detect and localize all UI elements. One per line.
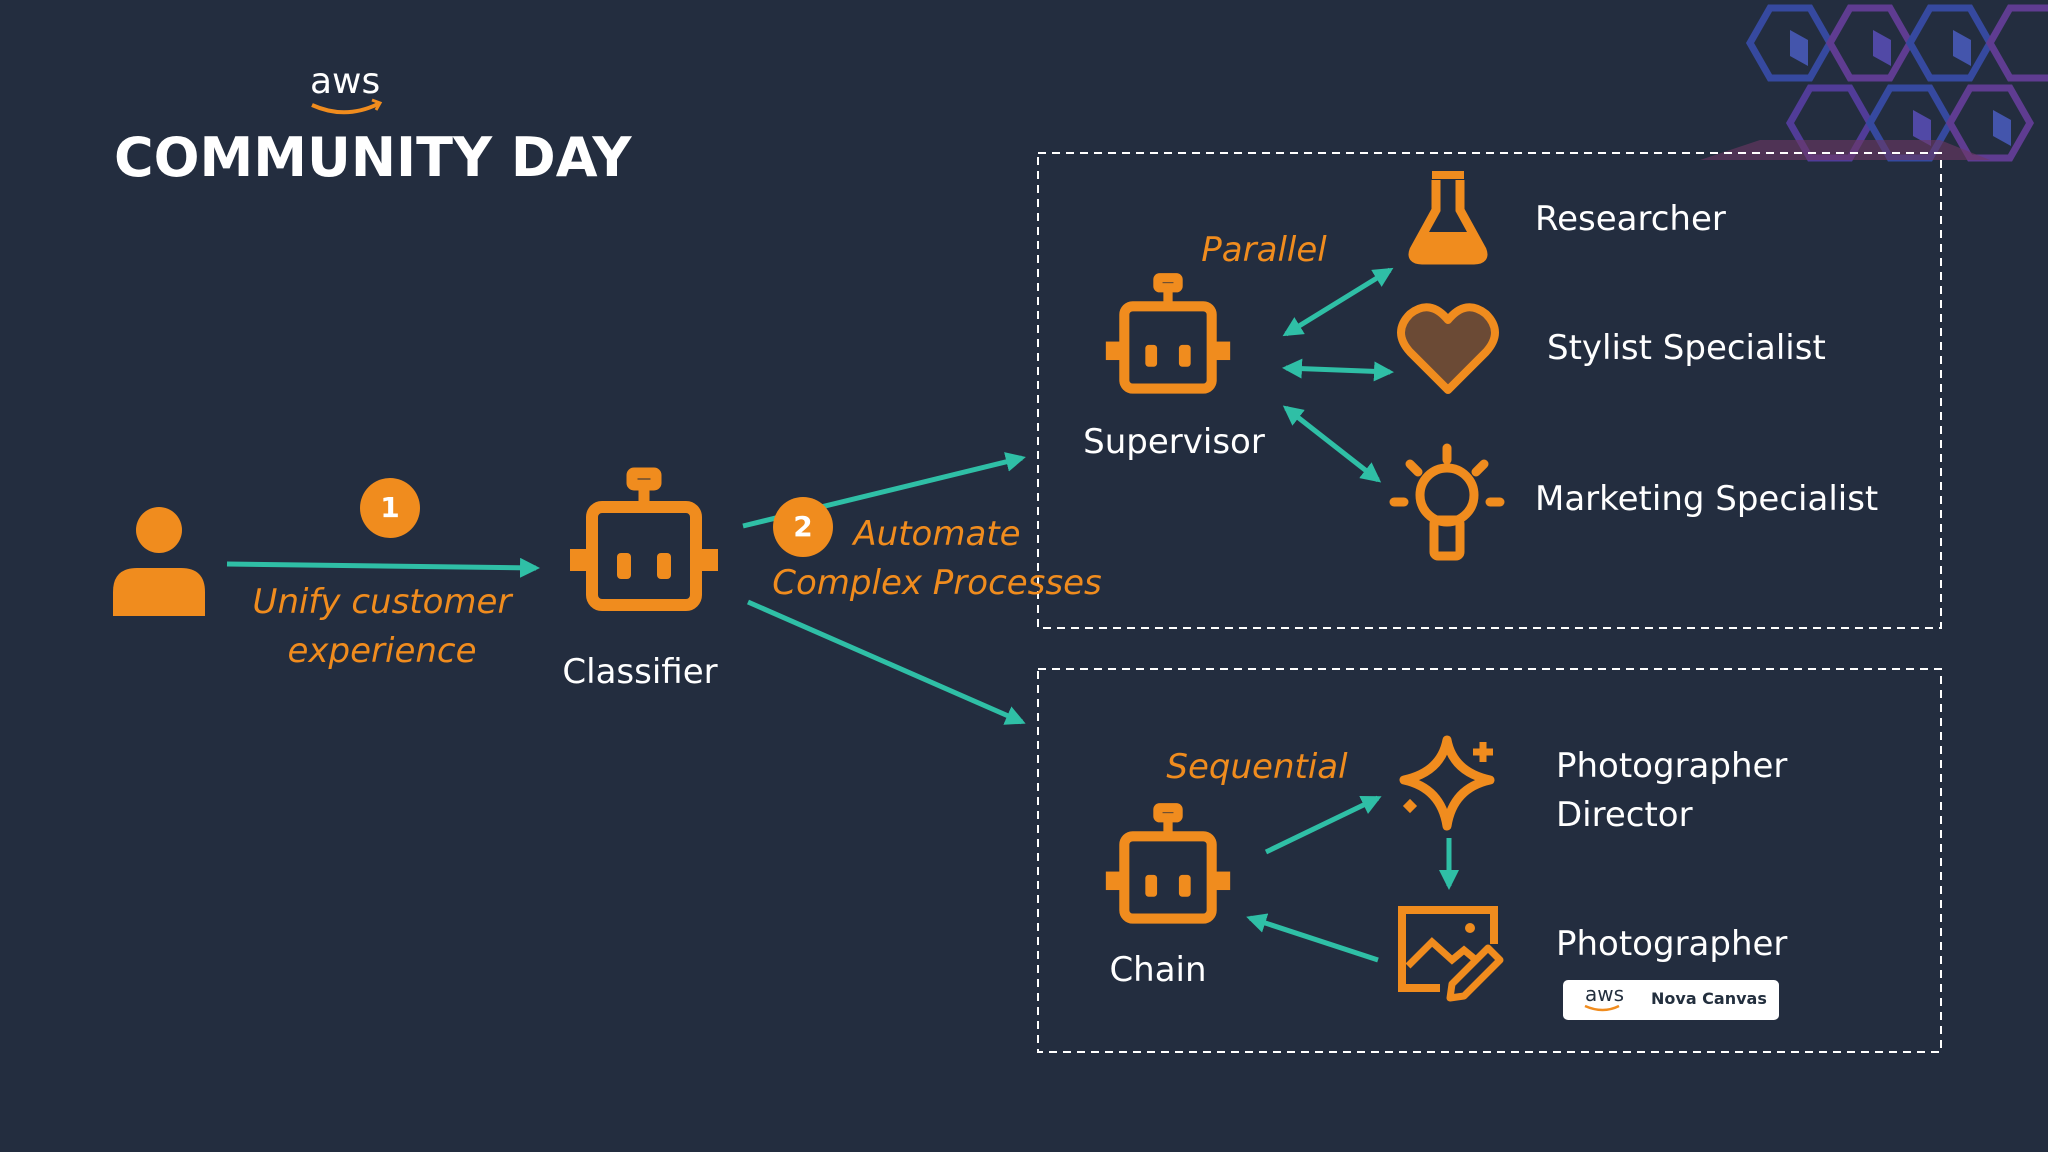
step-2-caption-line-2: Complex Processes [772,563,1102,603]
photographer-director-label-line-2: Director [1556,795,1693,835]
photographer-label: Photographer [1556,924,1788,964]
flask-icon [1408,171,1488,265]
arrow-chain-to-director [1264,795,1382,855]
badge-aws-text: aws [1585,982,1625,1006]
aws-smile-icon [311,102,379,115]
sequential-group-box [1037,668,1942,1053]
arrow-classifier-to-chain [746,599,1026,725]
lightbulb-icon [1389,443,1505,561]
supervisor-label: Supervisor [1083,422,1265,462]
researcher-label: Researcher [1535,199,1726,239]
chain-robot-icon [1106,808,1230,919]
step-1-caption-line-2: experience [287,631,477,671]
arrow-supervisor-researcher [1282,267,1394,337]
arrow-supervisor-stylist [1282,358,1394,382]
chain-label: Chain [1109,950,1207,990]
parallel-label: Parallel [1201,230,1327,270]
photographer-director-label-line-1: Photographer [1556,746,1788,786]
stylist-specialist-label: Stylist Specialist [1547,328,1826,368]
marketing-specialist-label: Marketing Specialist [1535,479,1879,519]
arrow-user-to-classifier [226,557,540,578]
heart-icon [1397,303,1499,394]
user-icon [113,507,205,616]
hex-pattern-decoration [1700,4,2048,162]
badge-product-name: Nova Canvas [1651,989,1767,1008]
image-edit-icon [1398,906,1504,1002]
sparkle-icon [1399,735,1495,831]
supervisor-robot-icon [1106,278,1230,389]
nova-canvas-badge: aws Nova Canvas [1563,980,1779,1020]
parallel-group-box [1037,152,1942,629]
step-1-badge: 1 [360,478,420,538]
aws-logo-text: aws [310,61,381,102]
classifier-label: Classifier [562,652,718,692]
arrow-supervisor-marketing [1282,405,1382,483]
badge-aws-smile-icon [1584,1004,1620,1012]
arrow-photographer-to-chain [1246,913,1379,963]
step-2-caption-line-1: Automate [853,514,1021,554]
step-1-caption-line-1: Unify customer [252,582,512,622]
step-2-badge: 2 [773,497,833,557]
sequential-label: Sequential [1166,747,1348,787]
event-title: COMMUNITY DAY [114,126,632,189]
classifier-robot-icon [570,473,718,605]
